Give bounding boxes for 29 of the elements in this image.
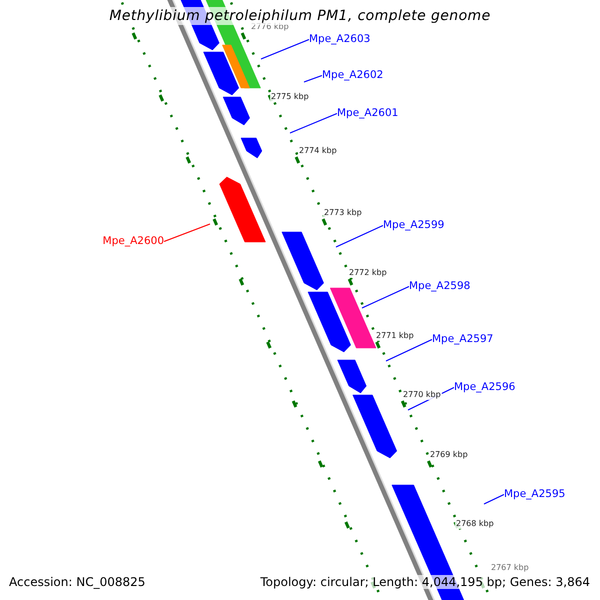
- scale-label: 2769 kbp: [429, 450, 469, 460]
- genome-info: Topology: circular; Length: 4,044,195 bp; Genes: 3,864: [260, 575, 590, 589]
- scale-label: 2770 kbp: [402, 390, 442, 400]
- scale-label: 2772 kbp: [348, 268, 388, 278]
- scale-label: 2768 kbp: [455, 519, 495, 529]
- scale-label: 2774 kbp: [298, 146, 338, 156]
- scale-label: 2771 kbp: [375, 331, 415, 341]
- gene-label: Mpe_A2596: [454, 381, 516, 394]
- gene-label: Mpe_A2600: [102, 235, 164, 248]
- leader-line: [260, 39, 310, 60]
- scale-label: 2767 kbp: [490, 563, 530, 573]
- gene-label: Mpe_A2598: [409, 280, 470, 293]
- leader-line: [386, 339, 432, 362]
- scale-label: 2773 kbp: [323, 208, 363, 218]
- gene-label: Mpe_A2603: [309, 33, 370, 46]
- gene-label: Mpe_A2601: [337, 107, 398, 120]
- gene-label: Mpe_A2595: [504, 488, 566, 501]
- title: Methylibium petroleiphilum PM1, complete genome: [107, 7, 493, 25]
- gene-label: Mpe_A2597: [432, 333, 494, 346]
- leader-line: [362, 286, 410, 308]
- gene-label: Mpe_A2599: [383, 219, 444, 232]
- leader-line: [484, 494, 504, 504]
- leader-line: [304, 75, 322, 82]
- gene-label: Mpe_A2602: [322, 69, 384, 82]
- leader-line: [336, 225, 384, 248]
- genome-info: Accession: NC_008825: [9, 575, 146, 589]
- leader-line: [290, 113, 338, 134]
- scale-label: 2775 kbp: [270, 92, 310, 102]
- leader-line: [164, 224, 210, 242]
